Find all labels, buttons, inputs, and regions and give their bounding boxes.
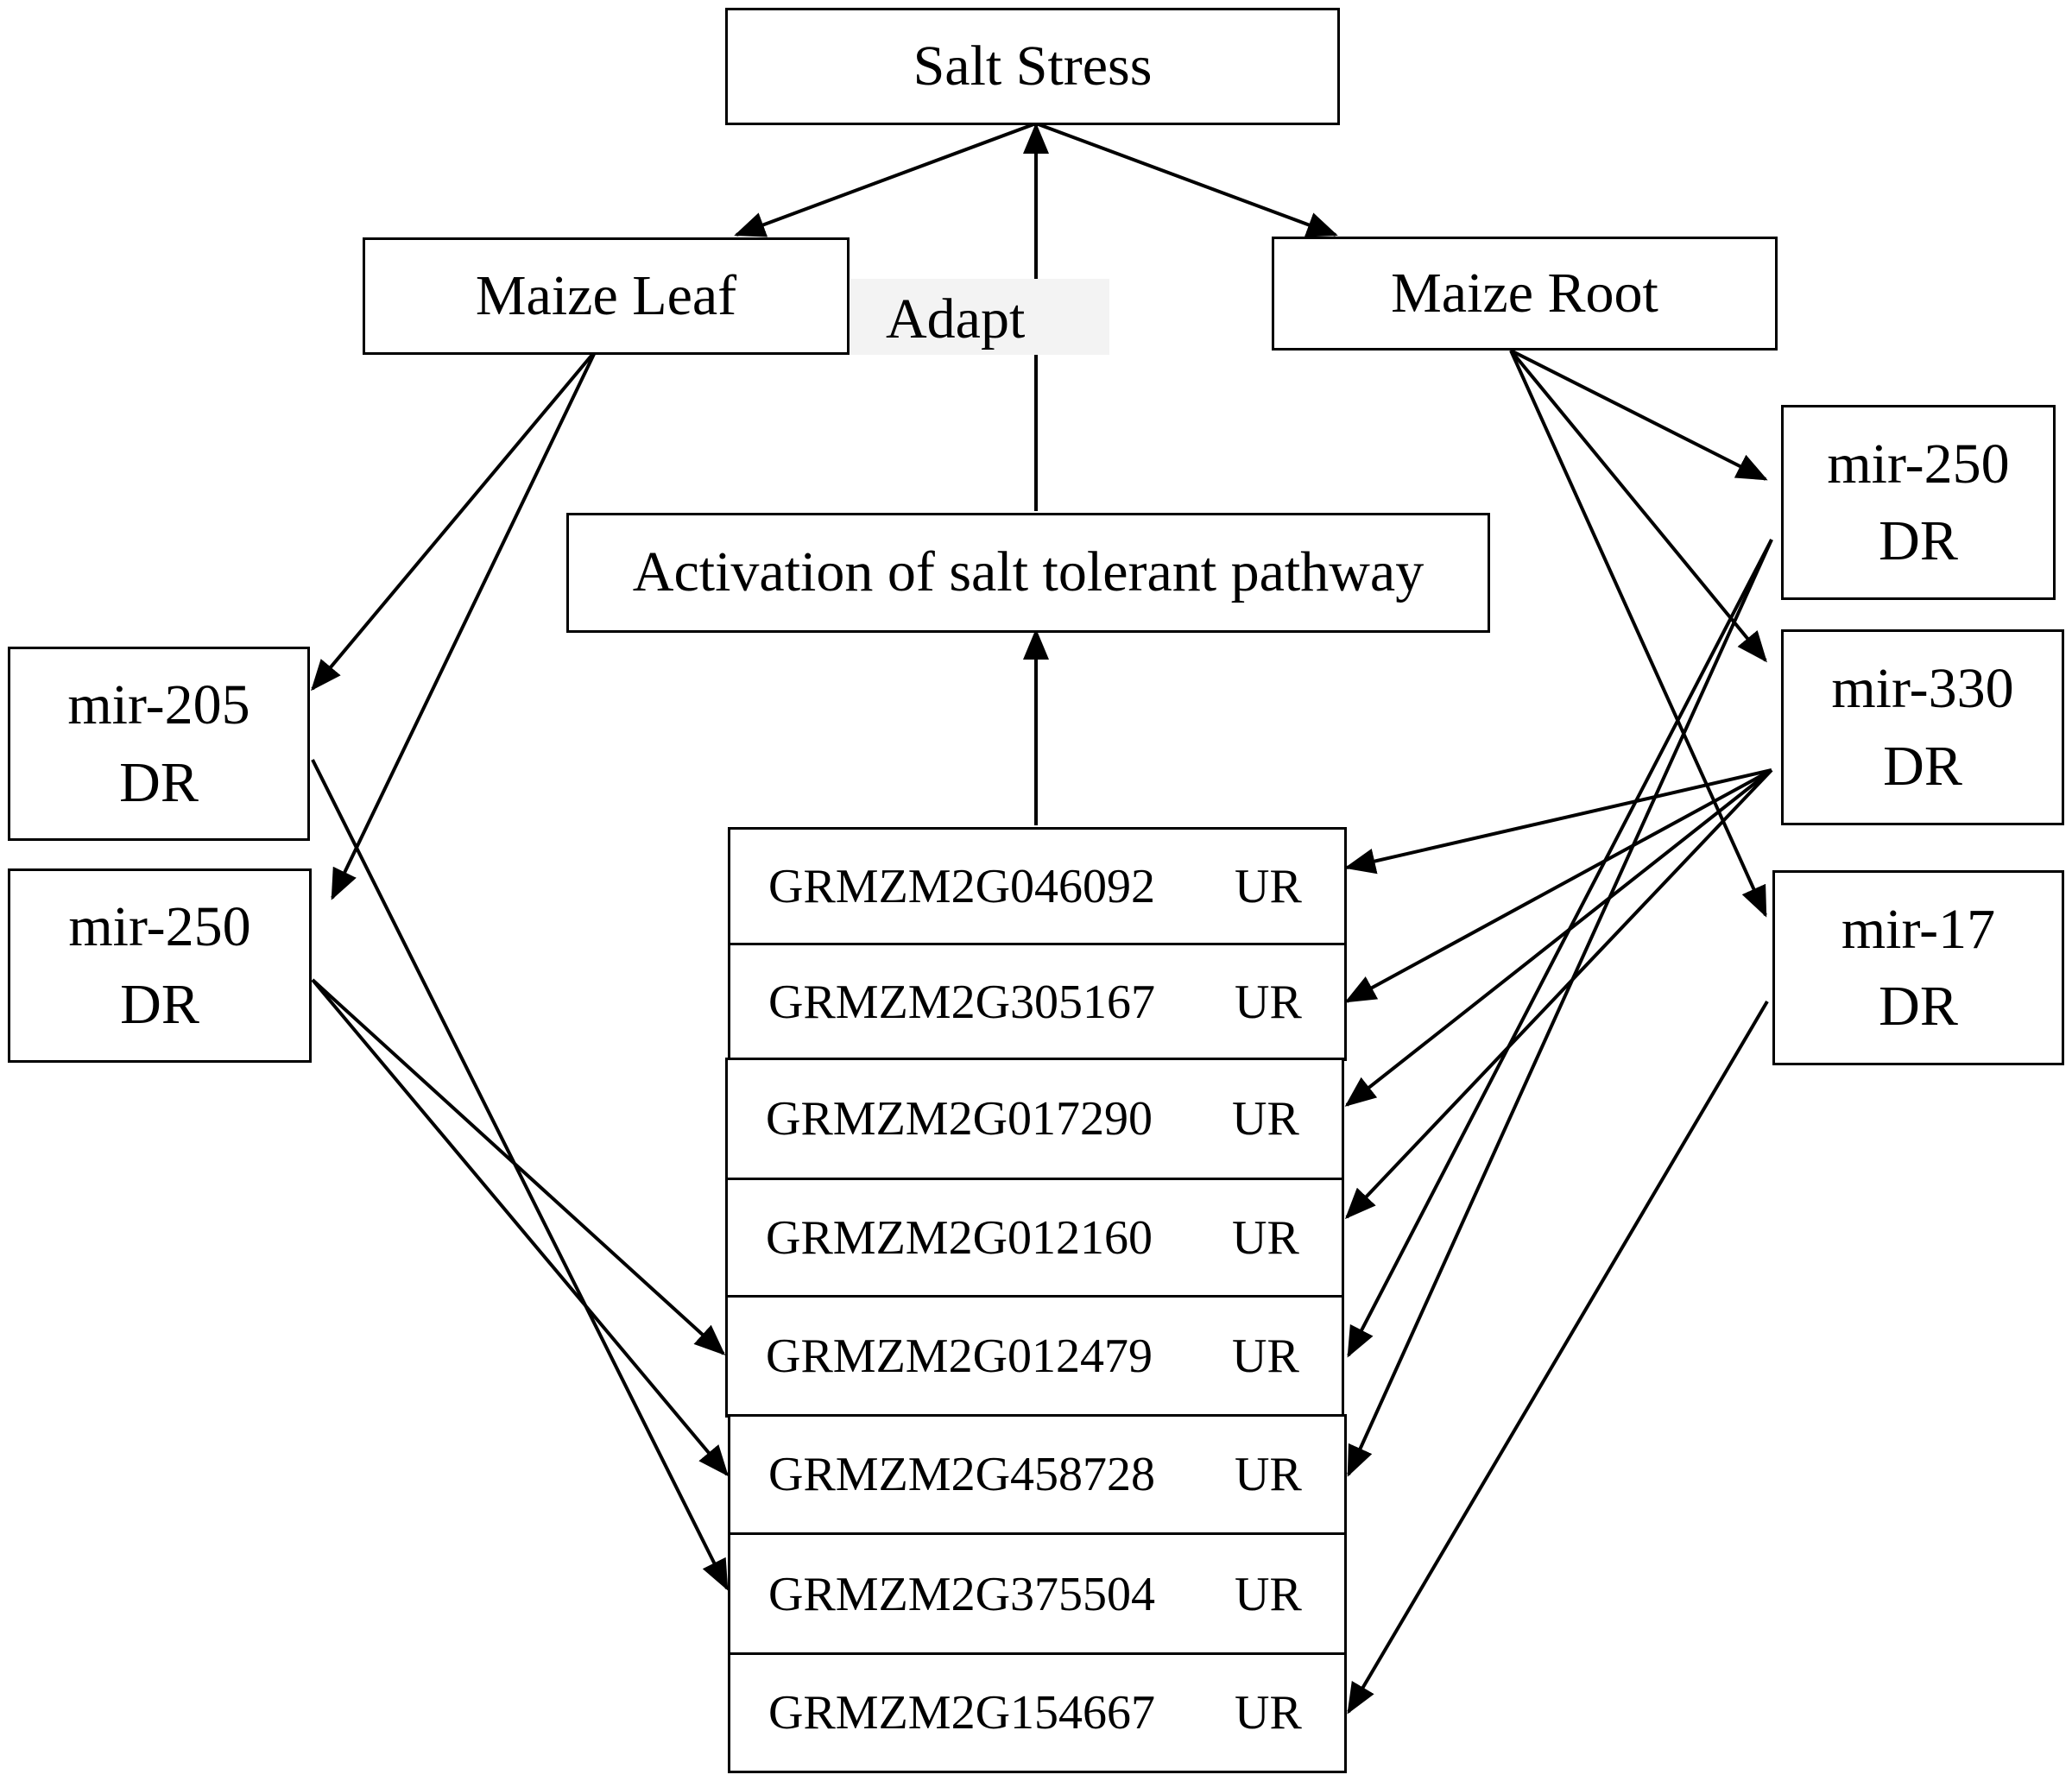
gene-id: GRMZM2G375504	[768, 1567, 1156, 1621]
gene-regulation: UR	[1235, 1448, 1302, 1501]
gene-regulation: UR	[1235, 975, 1302, 1029]
mirna-regulation: DR	[1879, 975, 1958, 1038]
edge-mir330-to-gene-2	[1344, 768, 1772, 1003]
activation-label: Activation of salt tolerant pathway	[632, 540, 1424, 604]
mirna-name: mir-330	[1831, 657, 2014, 721]
salt-stress-label: Salt Stress	[913, 34, 1153, 98]
gene-row: GRMZM2G375504 UR	[728, 1532, 1347, 1656]
edge-salt-to-leaf	[734, 122, 1037, 237]
leaf-mirna-node: mir-250 DR	[8, 868, 312, 1063]
activation-node: Activation of salt tolerant pathway	[566, 513, 1490, 633]
mirna-regulation: DR	[120, 972, 199, 1036]
edge-mir17-to-gene	[1347, 1000, 1769, 1715]
mirna-name: mir-250	[68, 895, 251, 959]
mirna-name: mir-250	[1827, 432, 2010, 496]
gene-id: GRMZM2G012160	[766, 1211, 1153, 1265]
gene-id: GRMZM2G017290	[766, 1092, 1153, 1146]
gene-row: GRMZM2G046092 UR	[728, 827, 1347, 945]
gene-regulation: UR	[1232, 1211, 1299, 1265]
edge-mir205-to-gene	[311, 759, 729, 1591]
edge-root-to-mir330	[1509, 349, 1767, 663]
gene-regulation: UR	[1232, 1329, 1299, 1383]
gene-regulation: UR	[1235, 859, 1302, 913]
salt-stress-node: Salt Stress	[725, 8, 1340, 125]
maize-leaf-label: Maize Leaf	[475, 263, 737, 327]
edge-leafmir250-to-gene-b	[311, 978, 729, 1477]
leaf-mirna-node: mir-205 DR	[8, 647, 310, 841]
edge-rootmir250-to-gene-b	[1347, 539, 1773, 1477]
gene-regulation: UR	[1235, 1567, 1302, 1621]
maize-root-node: Maize Root	[1272, 237, 1778, 351]
gene-row: GRMZM2G154667 UR	[728, 1652, 1347, 1773]
maize-leaf-node: Maize Leaf	[363, 237, 850, 355]
edge-mir330-to-gene-4	[1344, 768, 1773, 1220]
edge-salt-to-root	[1035, 122, 1338, 237]
mirna-regulation: DR	[1879, 509, 1958, 572]
gene-regulation: UR	[1232, 1092, 1299, 1146]
adapt-label: Adapt	[886, 287, 1026, 351]
gene-row: GRMZM2G012479 UR	[725, 1295, 1344, 1418]
mirna-name: mir-205	[67, 673, 250, 737]
mirna-regulation: DR	[1883, 734, 1962, 798]
edge-mir330-to-gene-3	[1344, 768, 1773, 1107]
root-mirna-node: mir-17 DR	[1772, 870, 2064, 1065]
edge-leaf-to-mir250	[331, 350, 597, 900]
gene-id: GRMZM2G154667	[768, 1686, 1156, 1740]
gene-row: GRMZM2G305167 UR	[728, 943, 1347, 1061]
root-mirna-node: mir-250 DR	[1781, 405, 2056, 600]
edge-leafmir250-to-gene-a	[311, 978, 726, 1356]
edge-mir330-to-gene-1	[1344, 768, 1772, 875]
edge-leaf-to-mir205	[311, 349, 597, 692]
gene-id: GRMZM2G458728	[768, 1448, 1156, 1501]
maize-root-label: Maize Root	[1391, 261, 1658, 325]
mirna-regulation: DR	[119, 750, 199, 814]
edge-root-to-mir250	[1510, 349, 1768, 481]
gene-row: GRMZM2G458728 UR	[728, 1414, 1347, 1535]
gene-row: GRMZM2G012160 UR	[725, 1178, 1344, 1298]
gene-id: GRMZM2G046092	[768, 859, 1156, 913]
root-mirna-node: mir-330 DR	[1781, 629, 2064, 825]
mirna-name: mir-17	[1841, 897, 1996, 961]
gene-id: GRMZM2G012479	[766, 1329, 1153, 1383]
gene-id: GRMZM2G305167	[768, 975, 1156, 1029]
gene-row: GRMZM2G017290 UR	[725, 1058, 1344, 1180]
adapt-label-background	[850, 279, 1109, 355]
gene-regulation: UR	[1235, 1686, 1302, 1740]
edge-rootmir250-to-gene-a	[1347, 539, 1773, 1358]
